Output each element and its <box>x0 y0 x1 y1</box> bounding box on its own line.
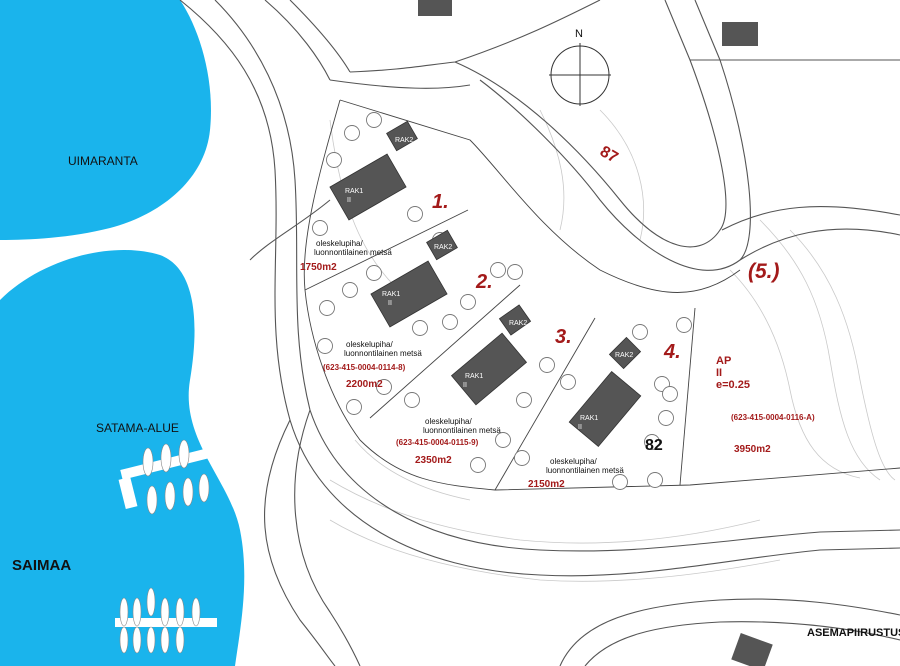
lot2-area: 2200m2 <box>346 379 383 390</box>
lot1-rak2-label: RAK2 <box>395 137 413 144</box>
lot-5: (5.) AP II e=0.25 (623-415-0004-0116-A) … <box>716 260 815 455</box>
lot5-efficiency: e=0.25 <box>716 379 750 391</box>
north-arrow: N <box>549 28 611 106</box>
lot3-forest-line1: oleskelupiha/ <box>425 417 472 426</box>
lot1-rak1-floors: II <box>347 197 351 204</box>
plot-boundaries <box>303 99 900 491</box>
plot-number-82: 82 <box>645 437 663 454</box>
satama-label: SATAMA-ALUE <box>96 421 179 435</box>
lot-1: 1. oleskelupiha/ luonnontilainen metsä 1… <box>300 191 449 273</box>
lot3-buildings: RAK1 II RAK2 <box>450 304 532 406</box>
lot1-number: 1. <box>432 191 449 213</box>
lot-2: 2. oleskelupiha/ luonnontilainen metsä (… <box>323 271 493 390</box>
lot3-rak2-label: RAK2 <box>509 320 527 327</box>
lot2-forest-line2: luonnontilainen metsä <box>344 349 422 358</box>
lot5-code: (623-415-0004-0116-A) <box>731 413 815 422</box>
plot-number-87: 87 <box>597 143 621 167</box>
lot4-rak1-floors: II <box>578 424 582 431</box>
lot3-rak1-floors: II <box>463 382 467 389</box>
lot3-code: (623-415-0004-0115-9) <box>396 438 479 447</box>
lot5-zoning-floors: II <box>716 367 722 379</box>
north-label: N <box>575 28 583 40</box>
lot3-forest-line2: luonnontilainen metsä <box>423 426 501 435</box>
lake-saimaa <box>0 0 245 666</box>
lot4-forest-line1: oleskelupiha/ <box>550 457 597 466</box>
pier-upper <box>118 439 218 515</box>
lot4-buildings: RAK1 II RAK2 <box>568 336 642 448</box>
lot-4: 4. oleskelupiha/ luonnontilainen metsä 2… <box>528 341 681 490</box>
lot4-rak2-label: RAK2 <box>615 352 633 359</box>
lot3-area: 2350m2 <box>415 455 452 466</box>
lot1-buildings: RAK1 II RAK2 <box>329 120 418 221</box>
saimaa-label: SAIMAA <box>12 557 71 574</box>
uimaranta-label: UIMARANTA <box>68 154 138 168</box>
lot1-forest-line2: luonnontilainen metsä <box>314 248 392 257</box>
lot4-number: 4. <box>663 341 681 363</box>
lot1-forest-line1: oleskelupiha/ <box>316 239 363 248</box>
lot3-number: 3. <box>555 326 572 348</box>
lot2-buildings: RAK1 II RAK2 <box>370 229 458 328</box>
buildings: RAK1 II RAK2 RAK1 II RAK2 RAK1 II RAK2 R… <box>329 0 773 666</box>
lot4-forest-line2: luonnontilainen metsä <box>546 466 624 475</box>
lot4-rak1-label: RAK1 <box>580 415 598 422</box>
roads <box>179 0 900 666</box>
lot2-number: 2. <box>475 271 493 293</box>
lot-3: 3. oleskelupiha/ luonnontilainen metsä (… <box>396 326 572 466</box>
pier-lower <box>115 587 217 654</box>
lot5-zoning: AP <box>716 355 731 367</box>
lot5-number: (5.) <box>748 260 780 283</box>
lot5-area: 3950m2 <box>734 444 771 455</box>
lot2-rak2-label: RAK2 <box>434 244 452 251</box>
lot4-area: 2150m2 <box>528 479 565 490</box>
lot2-code: (623-415-0004-0114-8) <box>323 363 406 372</box>
trees <box>312 112 692 490</box>
lot3-rak1-label: RAK1 <box>465 373 483 380</box>
terrain-contours <box>329 109 896 582</box>
lot1-area: 1750m2 <box>300 262 337 273</box>
lot2-rak1-label: RAK1 <box>382 291 400 298</box>
lot1-rak1-label: RAK1 <box>345 188 363 195</box>
lot2-rak1-floors: II <box>388 300 392 307</box>
lot2-forest-line1: oleskelupiha/ <box>346 340 393 349</box>
asemapiirustus-label: ASEMAPIIRUSTUS <box>807 627 900 639</box>
